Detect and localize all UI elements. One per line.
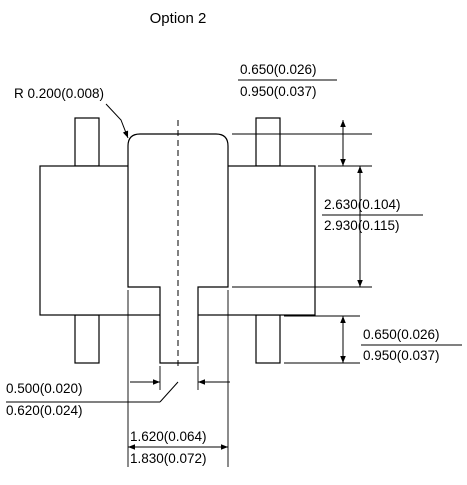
lead-top-right bbox=[255, 117, 281, 167]
label-radius: R 0.200(0.008) bbox=[14, 86, 104, 101]
lead-bottom-left bbox=[74, 314, 100, 364]
label-body-height-max: 2.930(0.115) bbox=[324, 218, 400, 233]
leader-radius bbox=[105, 103, 129, 139]
label-top-lead-max: 0.950(0.037) bbox=[240, 84, 317, 99]
label-tab-width-max: 1.830(0.072) bbox=[130, 451, 207, 466]
lead-bottom-right bbox=[255, 314, 281, 364]
label-slot-width-max: 0.620(0.024) bbox=[6, 403, 83, 418]
label-slot-width-min: 0.500(0.020) bbox=[6, 381, 83, 396]
lead-top-left bbox=[74, 117, 100, 167]
label-tab-width-min: 1.620(0.064) bbox=[130, 429, 207, 444]
label-top-lead-min: 0.650(0.026) bbox=[240, 62, 317, 77]
drawing-title: Option 2 bbox=[150, 10, 207, 27]
tab-pad bbox=[127, 133, 229, 364]
leader-slot-diagonal bbox=[159, 381, 179, 403]
label-bottom-lead-max: 0.950(0.037) bbox=[363, 348, 440, 363]
label-bottom-lead-min: 0.650(0.026) bbox=[363, 327, 440, 342]
label-body-height-min: 2.630(0.104) bbox=[324, 197, 401, 212]
